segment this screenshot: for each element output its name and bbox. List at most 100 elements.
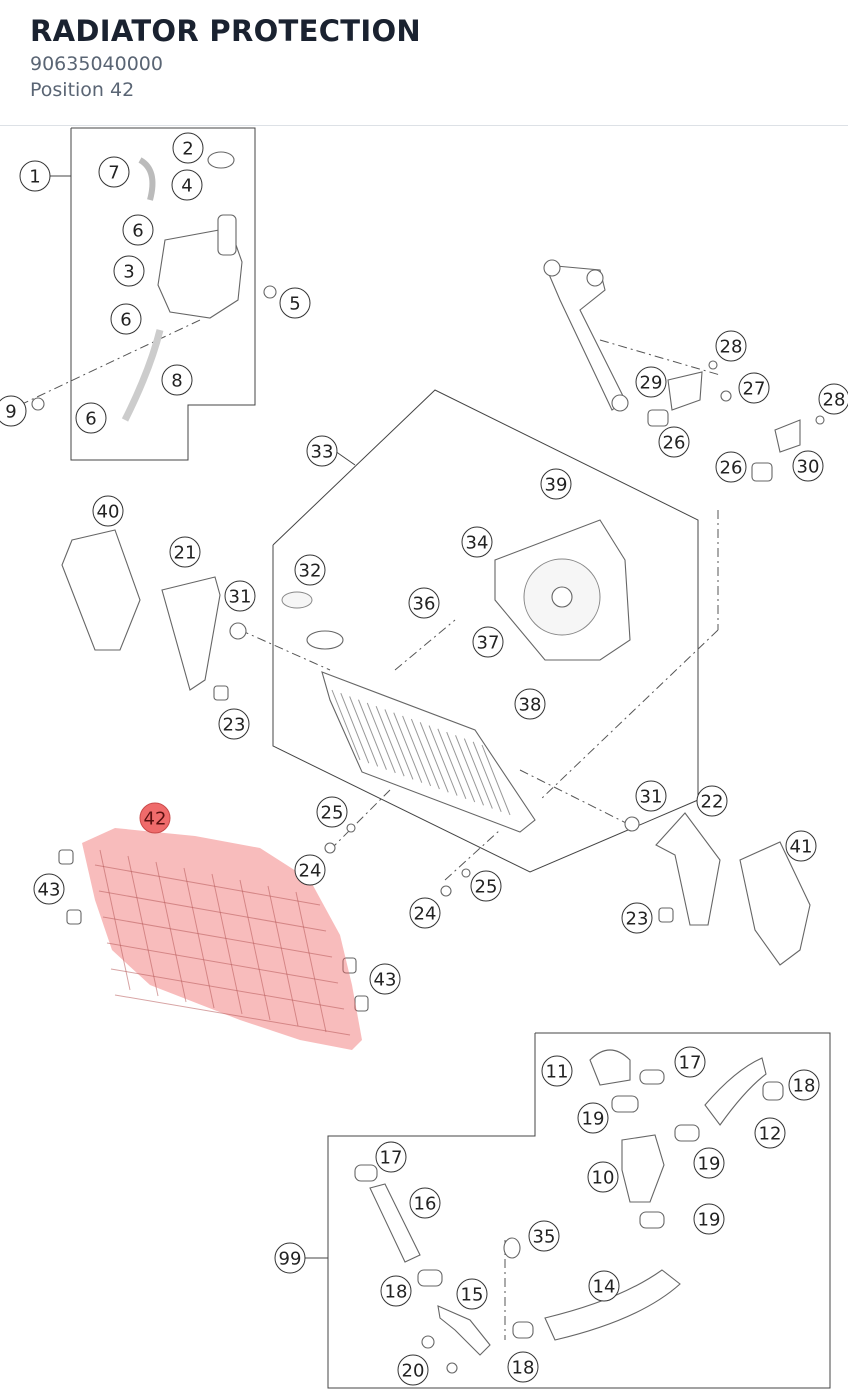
callout-21[interactable]: 21 [169,536,201,568]
radiator-protection-guard[interactable] [82,828,362,1050]
callout-circle [470,870,502,902]
callout-37[interactable]: 37 [472,626,504,658]
callout-12[interactable]: 12 [754,1117,786,1149]
callout-17[interactable]: 17 [674,1046,706,1078]
callout-18[interactable]: 18 [507,1351,539,1383]
callout-circle [577,1102,609,1134]
callout-16[interactable]: 16 [409,1187,441,1219]
callout-18[interactable]: 18 [788,1069,820,1101]
callout-number: 22 [701,792,724,813]
callout-40[interactable]: 40 [92,495,124,527]
callout-circle [139,802,171,834]
callout-circle [169,536,201,568]
callout-19[interactable]: 19 [693,1203,725,1235]
callout-33[interactable]: 33 [306,435,338,467]
callout-6[interactable]: 6 [110,303,142,335]
guard-grid-line [239,879,271,1021]
callout-6[interactable]: 6 [122,214,154,246]
callout-number: 3 [123,262,134,283]
callout-41[interactable]: 41 [785,830,817,862]
callout-circle [674,1046,706,1078]
callout-39[interactable]: 39 [540,468,572,500]
callout-1[interactable]: 1 [19,160,51,192]
callout-number: 36 [413,594,436,615]
callout-2[interactable]: 2 [172,132,204,164]
callout-circle [369,963,401,995]
callout-5[interactable]: 5 [279,287,311,319]
callout-circle [528,1220,560,1252]
callout-number: 21 [174,543,197,564]
callout-23[interactable]: 23 [621,902,653,934]
callout-15[interactable]: 15 [456,1278,488,1310]
callout-38[interactable]: 38 [514,688,546,720]
callout-14[interactable]: 14 [588,1270,620,1302]
callout-4[interactable]: 4 [171,169,203,201]
callout-24[interactable]: 24 [409,897,441,929]
callout-99[interactable]: 99 [274,1242,306,1274]
callout-17[interactable]: 17 [375,1141,407,1173]
callout-34[interactable]: 34 [461,526,493,558]
callout-31[interactable]: 31 [635,780,667,812]
callout-19[interactable]: 19 [693,1147,725,1179]
guard-grid-line [106,942,339,984]
callout-42-selected[interactable]: 42 [139,802,171,834]
callout-circle [218,708,250,740]
callout-circle [110,303,142,335]
fasteners [58,823,471,1012]
callout-43[interactable]: 43 [369,963,401,995]
callout-number: 99 [279,1249,302,1270]
callout-circle [540,468,572,500]
radiator-fin [384,709,414,780]
guard-grid-line [295,891,327,1033]
callout-number: 16 [414,1194,437,1215]
callout-26[interactable]: 26 [715,451,747,483]
callout-number: 31 [229,587,252,608]
callout-27[interactable]: 27 [738,372,770,404]
callout-25[interactable]: 25 [316,796,348,828]
callout-28[interactable]: 28 [818,383,848,415]
guard-grid-line [127,855,159,997]
callout-28[interactable]: 28 [715,330,747,362]
callout-20[interactable]: 20 [397,1354,429,1386]
callout-number: 27 [743,379,766,400]
callout-32[interactable]: 32 [294,554,326,586]
callout-circle [621,902,653,934]
callout-43[interactable]: 43 [33,873,65,905]
callout-6[interactable]: 6 [75,402,107,434]
radiator-fin [472,741,502,812]
assembly-lines [19,319,721,1340]
callout-7[interactable]: 7 [98,156,130,188]
radiator-fin [393,712,423,783]
callout-circle [696,785,728,817]
callout-19[interactable]: 19 [577,1102,609,1134]
callout-3[interactable]: 3 [113,255,145,287]
callout-36[interactable]: 36 [408,587,440,619]
callout-18[interactable]: 18 [380,1275,412,1307]
guard-grid-line [98,890,327,932]
callout-31[interactable]: 31 [224,580,256,612]
callout-8[interactable]: 8 [161,364,193,396]
callout-26[interactable]: 26 [658,426,690,458]
callout-30[interactable]: 30 [792,450,824,482]
radiator-fin [402,715,432,787]
callout-10[interactable]: 10 [587,1161,619,1193]
callout-number: 5 [289,294,300,315]
callout-25[interactable]: 25 [470,870,502,902]
callout-35[interactable]: 35 [528,1220,560,1252]
callout-circle [397,1354,429,1386]
callout-circle [33,873,65,905]
callout-23[interactable]: 23 [218,708,250,740]
callout-number: 11 [546,1062,569,1083]
callout-11[interactable]: 11 [541,1055,573,1087]
callout-24[interactable]: 24 [294,854,326,886]
callout-29[interactable]: 29 [635,366,667,398]
callout-22[interactable]: 22 [696,785,728,817]
callout-number: 6 [132,221,143,242]
callout-number: 43 [374,970,397,991]
radiator-fin [410,718,440,790]
callout-number: 19 [582,1109,605,1130]
callout-number: 42 [144,809,167,830]
group-frame-expansion-tank [70,127,256,461]
callout-9[interactable]: 9 [0,395,27,427]
